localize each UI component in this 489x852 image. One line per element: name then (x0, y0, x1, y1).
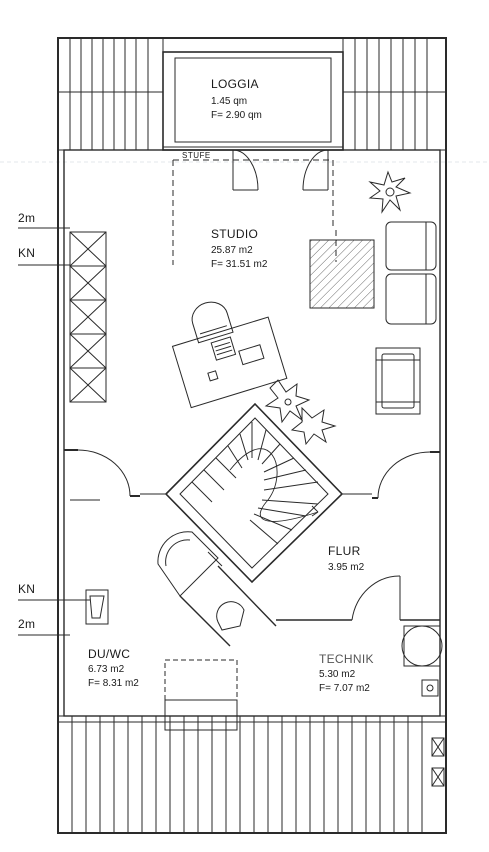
armchair-upper (385, 221, 437, 271)
loggia-area: 1.45 qm (211, 96, 248, 107)
kn-label-bottom: KN (18, 582, 36, 596)
desk (171, 316, 288, 409)
desk-chair (191, 301, 234, 344)
height-label-bottom: 2m (18, 617, 36, 631)
shelf-left (69, 231, 107, 403)
loggia-title: LOGGIA (211, 77, 259, 91)
flur-title: FLUR (328, 544, 361, 558)
duwc-area: 6.73 m2 (88, 664, 125, 675)
armchair-lower (385, 273, 437, 325)
door-technik (276, 575, 440, 621)
duwc-floor: F= 8.31 m2 (88, 678, 139, 689)
staircase (164, 402, 344, 584)
sofa-right (375, 347, 421, 415)
washbasin (85, 589, 109, 625)
shower (157, 531, 223, 597)
studio-title: STUDIO (211, 227, 259, 241)
loggia-door (232, 149, 329, 191)
loggia-room (162, 51, 344, 151)
toilet-stairs (216, 601, 245, 631)
studio-area: 25.87 m2 (211, 245, 253, 256)
loggia-floor: F= 2.90 qm (211, 110, 262, 121)
door-right-top (372, 451, 440, 499)
plant-stairs-icon (264, 379, 337, 446)
technik-floor: F= 7.07 m2 (319, 683, 370, 694)
roof-dormer-top-right (342, 37, 447, 151)
technik-area: 5.30 m2 (319, 669, 356, 680)
height-label-top: 2m (18, 211, 36, 225)
technik-title: TECHNIK (319, 652, 374, 666)
boiler (401, 625, 443, 697)
roof-window (309, 239, 375, 309)
plant-top-right-icon (368, 170, 412, 214)
roof-bottom (57, 715, 447, 834)
kn-label-top: KN (18, 246, 36, 260)
door-left (64, 449, 140, 501)
roof-dormer-top-left (57, 37, 164, 151)
flur-area: 3.95 m2 (328, 562, 365, 573)
duwc-title: DU/WC (88, 647, 131, 661)
studio-floor: F= 31.51 m2 (211, 259, 268, 270)
stufe-label: STUFE (182, 151, 211, 160)
